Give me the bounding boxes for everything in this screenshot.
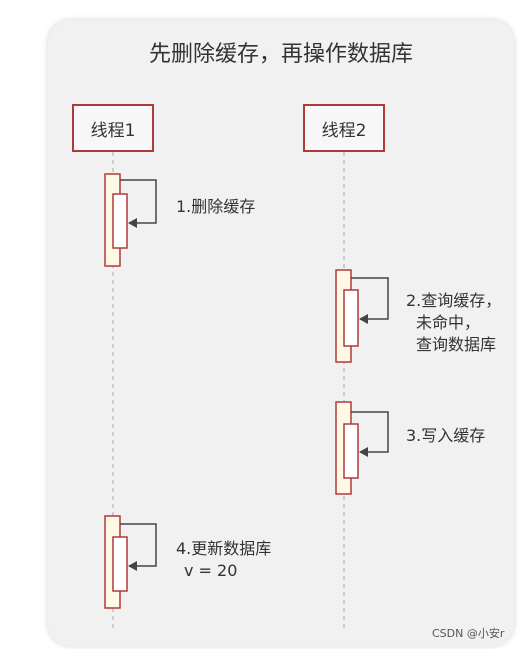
activation-bar-step-1-inner: [112, 193, 128, 249]
watermark: CSDN @小安r: [432, 627, 505, 640]
activation-bar-step-3-inner: [343, 423, 359, 479]
step-3-line-1: 3.写入缓存: [406, 426, 486, 445]
step-2-line-3: 查询数据库: [416, 335, 497, 354]
activation-bar-step-2-inner: [343, 289, 359, 347]
actor-thread-2-label: 线程2: [321, 120, 367, 141]
step-4-label: 4.更新数据库 v = 20: [176, 538, 271, 582]
activation-bar-step-4-inner: [112, 536, 128, 592]
step-1-label: 1.删除缓存: [176, 196, 255, 218]
self-call-arrow-step-3: [351, 411, 389, 457]
self-call-arrow-step-4: [120, 523, 157, 571]
step-2-label: 2.查询缓存， 未命中， 查询数据库: [406, 290, 501, 356]
step-4-line-2: v = 20: [184, 561, 238, 580]
step-3-label: 3.写入缓存: [406, 425, 485, 447]
step-2-line-2: 未命中，: [416, 313, 481, 332]
actor-thread-2: 线程2: [303, 104, 385, 152]
step-1-line-1: 1.删除缓存: [176, 197, 256, 216]
actor-thread-1: 线程1: [72, 104, 154, 152]
actor-thread-1-label: 线程1: [90, 120, 136, 141]
diagram-title: 先删除缓存，再操作数据库: [148, 42, 413, 67]
self-call-arrow-step-2: [351, 277, 389, 324]
self-call-arrow-step-1: [120, 179, 157, 228]
step-4-line-1: 4.更新数据库: [176, 539, 272, 558]
step-2-line-1: 2.查询缓存，: [406, 291, 502, 310]
